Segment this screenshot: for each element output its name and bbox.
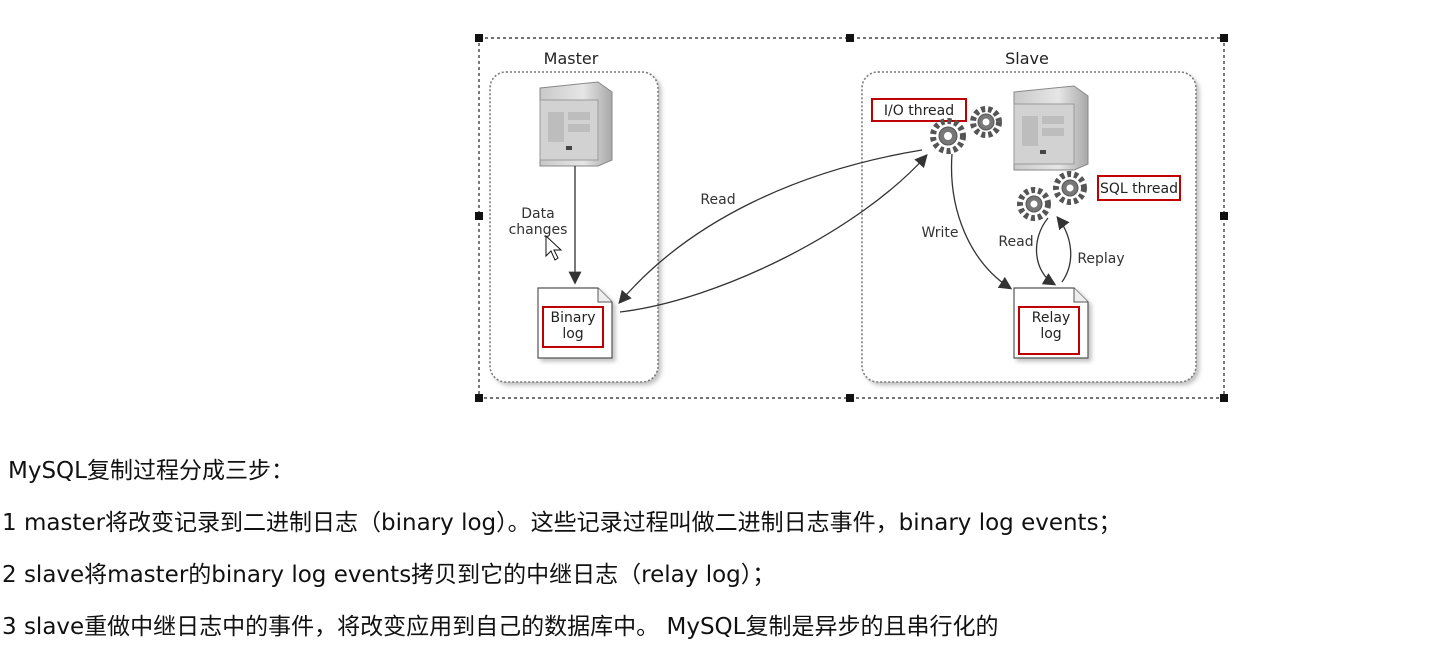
binary-log-highlight bbox=[542, 306, 604, 348]
selection-frame[interactable] bbox=[475, 34, 1228, 402]
resize-handle-bottom-mid[interactable] bbox=[846, 394, 854, 402]
slave-server-icon bbox=[1013, 85, 1089, 171]
master-server-icon bbox=[539, 81, 613, 167]
replication-diagram: Master Slave Data changes Binary log bbox=[475, 34, 1228, 402]
step-3-line: 3 slave重做中继日志中的事件，将改变应用到自己的数据库中。 MySQL复制… bbox=[2, 614, 999, 640]
binary-log-document: Binary log bbox=[537, 287, 613, 359]
relay-log-highlight bbox=[1018, 306, 1080, 355]
sql-thread-gears-icon bbox=[1017, 171, 1087, 221]
read-label-left: Read bbox=[700, 192, 735, 208]
relay-log-document: Relay log bbox=[1013, 287, 1089, 359]
read-request-arrow bbox=[618, 149, 923, 304]
io-thread-gears-icon bbox=[930, 106, 1002, 154]
resize-handle-top-right[interactable] bbox=[1220, 34, 1228, 42]
data-changes-label-line1: Data bbox=[521, 206, 554, 222]
resize-handle-top-mid[interactable] bbox=[846, 34, 854, 42]
write-label: Write bbox=[922, 225, 959, 241]
resize-handle-bottom-left[interactable] bbox=[475, 394, 483, 402]
relay-read-arrow bbox=[1035, 217, 1057, 286]
slave-panel: Slave bbox=[861, 49, 1197, 383]
diagram-canvas: Master Slave Data changes Binary log bbox=[475, 34, 1228, 402]
io-thread-highlight bbox=[871, 98, 967, 122]
resize-handle-top-left[interactable] bbox=[475, 34, 483, 42]
io-thread-label: I/O thread bbox=[884, 103, 954, 119]
sql-thread-highlight bbox=[1097, 175, 1181, 201]
read-label-right: Read bbox=[998, 234, 1033, 250]
mouse-cursor-icon bbox=[545, 234, 563, 261]
resize-handle-bottom-right[interactable] bbox=[1220, 394, 1228, 402]
read-return-arrow bbox=[619, 154, 928, 313]
step-1-line: 1 master将改变记录到二进制日志（binary log）。这些记录过程叫做… bbox=[2, 510, 1122, 536]
intro-line: MySQL复制过程分成三步： bbox=[8, 458, 294, 484]
step-2-line: 2 slave将master的binary log events拷贝到它的中继日… bbox=[2, 562, 776, 588]
replay-label: Replay bbox=[1077, 251, 1124, 267]
resize-handle-mid-left[interactable] bbox=[475, 212, 483, 220]
slave-title: Slave bbox=[1005, 49, 1049, 68]
binary-log-label-line2: log bbox=[562, 326, 583, 342]
master-title: Master bbox=[544, 49, 599, 68]
write-arrow bbox=[950, 153, 1013, 290]
data-changes-label-line2: changes bbox=[509, 222, 568, 238]
relay-log-label-line2: log bbox=[1040, 326, 1061, 342]
relay-log-label-line1: Relay bbox=[1032, 310, 1070, 326]
master-panel: Master bbox=[489, 49, 659, 383]
replay-arrow bbox=[1056, 215, 1072, 283]
sql-thread-label: SQL thread bbox=[1100, 181, 1178, 197]
binary-log-label-line1: Binary bbox=[551, 310, 596, 326]
resize-handle-mid-right[interactable] bbox=[1220, 212, 1228, 220]
